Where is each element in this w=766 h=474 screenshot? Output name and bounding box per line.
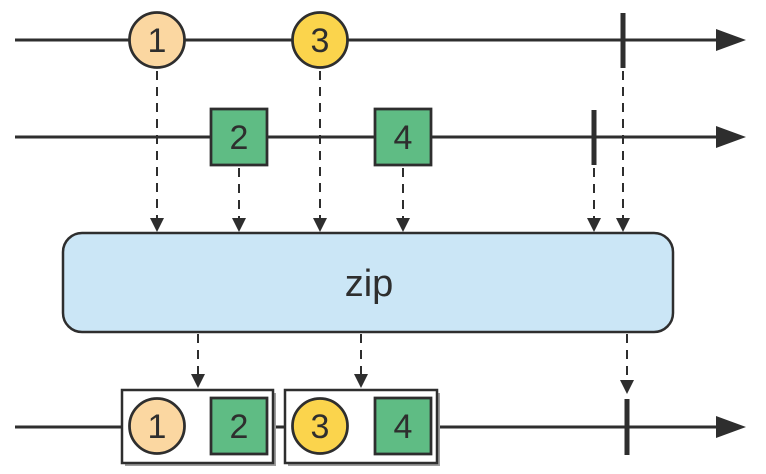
output-circle-3 (291, 397, 349, 455)
marble-square-2 (209, 107, 269, 167)
marble-circle-1-label: 1 (148, 22, 167, 60)
connector-source2-complete-arrowhead-icon (587, 218, 601, 232)
connector-circle-3-arrowhead-icon (313, 218, 327, 232)
connector-square-2-arrowhead-icon (232, 218, 246, 232)
output-group-2: 3 4 (283, 388, 440, 466)
operator-box: zip (61, 231, 675, 334)
operator-label: zip (345, 263, 394, 305)
input-connectors (150, 71, 630, 232)
output-square-2-label: 2 (230, 408, 249, 446)
source1-complete-bar (620, 13, 626, 68)
marble-square-2-label: 2 (230, 119, 249, 157)
operator-box-rect (61, 231, 675, 334)
source2-complete-bar (591, 110, 597, 165)
connector-circle-1-arrowhead-icon (150, 218, 164, 232)
connector-output-group-2-arrowhead-icon (354, 374, 368, 388)
output-group-1: 1 2 (120, 388, 276, 466)
output-square-4-label: 4 (394, 408, 413, 446)
output-circle-1 (128, 397, 186, 455)
output-timeline: 1 2 3 4 (15, 388, 746, 466)
connector-output-group-1-arrowhead-icon (191, 374, 205, 388)
marble-circle-1 (128, 11, 186, 69)
output-square-4 (373, 396, 433, 456)
marble-square-4-label: 4 (394, 119, 413, 157)
output-arrowhead-icon (716, 416, 746, 438)
output-circle-1-label: 1 (148, 408, 167, 446)
source2-timeline: 2 4 (15, 107, 746, 167)
connector-source1-complete-arrowhead-icon (616, 218, 630, 232)
marble-circle-3 (291, 11, 349, 69)
marble-square-4 (373, 107, 433, 167)
source2-arrowhead-icon (716, 126, 746, 148)
output-circle-3-label: 3 (311, 408, 330, 446)
connector-output-complete-arrowhead-icon (620, 380, 634, 394)
marble-circle-3-label: 3 (311, 22, 330, 60)
source1-arrowhead-icon (716, 29, 746, 51)
output-square-2 (209, 396, 269, 456)
output-complete-bar (624, 399, 630, 455)
output-connectors (191, 334, 634, 394)
connector-square-4-arrowhead-icon (396, 218, 410, 232)
source1-timeline: 1 3 (15, 11, 746, 69)
